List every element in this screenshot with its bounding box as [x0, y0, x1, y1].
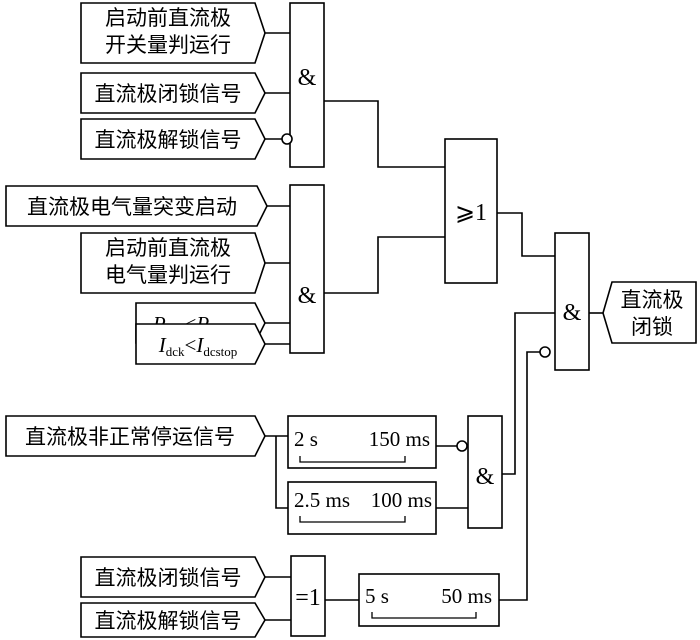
- inverter-bubble-final: [539, 346, 551, 358]
- input-box-deblock-signal-1: [80, 118, 266, 160]
- and-gate-final: [554, 232, 590, 371]
- current-sub-right: dcstop: [203, 344, 237, 359]
- input-deblock-signal-2: 直流极解锁信号: [95, 609, 242, 633]
- current-var: I: [158, 333, 167, 357]
- and-gate-1-symbol: &: [298, 65, 317, 91]
- timer-3-dropout: 50 ms: [441, 584, 492, 608]
- timer-1-dropout: 150 ms: [369, 427, 430, 451]
- input-pre-start-switch-line2: 开关量判运行: [105, 33, 231, 57]
- output-box-pole-block: [602, 281, 697, 344]
- and-gate-2: [289, 184, 325, 354]
- input-box-pre-start-electrical: [80, 232, 266, 294]
- input-block-signal-2: 直流极闭锁信号: [95, 566, 242, 590]
- timer-1-bracket: [299, 456, 406, 463]
- output-line2: 闭锁: [631, 315, 673, 339]
- and-gate-3: [467, 415, 503, 529]
- input-current-condition: Idck<Idcstop: [158, 333, 238, 359]
- current-var-2: I: [195, 333, 204, 357]
- input-abnormal-stop: 直流极非正常停运信号: [25, 425, 235, 449]
- input-box-current-condition: [135, 323, 266, 365]
- and-gate-final-symbol: &: [563, 300, 582, 326]
- timer-2-pickup: 2.5 ms: [294, 488, 350, 512]
- inverter-bubble-timer-1: [456, 440, 468, 452]
- input-box-pre-start-switch: [80, 2, 266, 64]
- input-pre-start-electrical-line1: 启动前直流极: [105, 236, 231, 260]
- input-deblock-signal-1: 直流极解锁信号: [95, 128, 242, 152]
- or-gate-1: [444, 138, 498, 284]
- input-block-signal-1: 直流极闭锁信号: [95, 82, 242, 106]
- current-sub-left: dck: [166, 344, 185, 359]
- and-gate-1: [289, 2, 325, 168]
- xor-gate-1: [290, 555, 326, 637]
- timer-3-pickup: 5 s: [365, 584, 389, 608]
- input-box-deblock-signal-2: [80, 602, 266, 638]
- input-box-abnormal-stop: [5, 415, 266, 457]
- timer-1-pickup: 2 s: [294, 427, 318, 451]
- wires: [265, 32, 603, 621]
- or-gate-1-symbol: ⩾1: [455, 200, 487, 226]
- current-op: <: [184, 333, 196, 357]
- timer-3-bracket: [371, 612, 477, 619]
- and-gate-2-symbol: &: [298, 283, 317, 309]
- xor-gate-1-symbol: =1: [295, 585, 321, 611]
- timer-box-1: [287, 415, 437, 469]
- input-box-abrupt-start: [5, 185, 268, 227]
- and-gate-3-symbol: &: [476, 464, 495, 490]
- output-line1: 直流极: [621, 288, 684, 312]
- input-box-block-signal-2: [80, 556, 266, 598]
- input-box-block-signal-1: [80, 72, 266, 114]
- timer-2-dropout: 100 ms: [371, 488, 432, 512]
- input-abrupt-start: 直流极电气量突变启动: [27, 195, 237, 219]
- timer-2-bracket: [299, 516, 406, 523]
- input-pre-start-electrical-line2: 电气量判运行: [105, 263, 231, 287]
- input-pre-start-switch-line1: 启动前直流极: [105, 6, 231, 30]
- inverter-bubble-deblock-1: [281, 133, 293, 145]
